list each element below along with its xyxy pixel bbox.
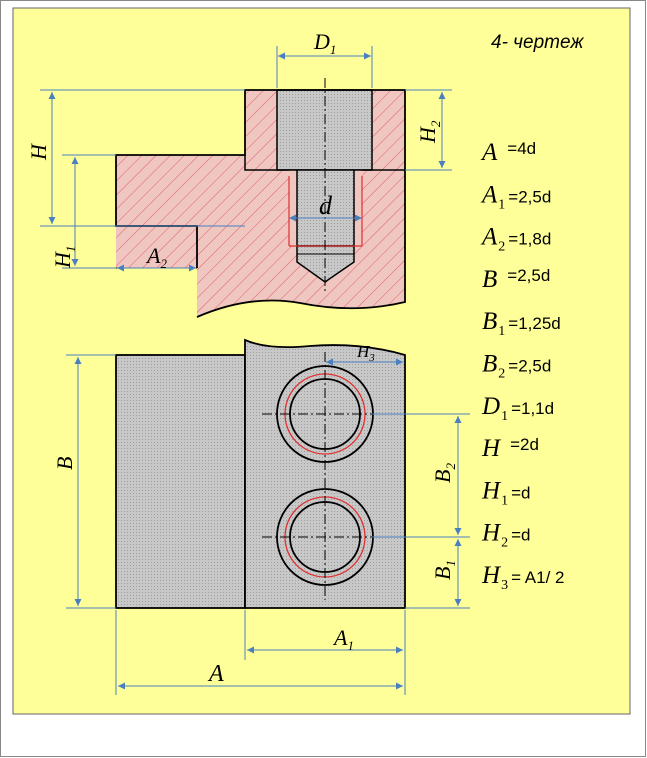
formula-name: A bbox=[480, 224, 498, 251]
section-outline bbox=[115, 89, 406, 318]
formula-name: B bbox=[482, 351, 497, 378]
formula-expression: =2d bbox=[510, 435, 539, 454]
formula-name: H bbox=[481, 520, 502, 547]
dim-label-d: d bbox=[319, 191, 333, 220]
formula-name: A bbox=[480, 139, 498, 166]
formula-item: H2=d bbox=[481, 520, 530, 551]
formula-subscript: 1 bbox=[501, 493, 508, 508]
plan-view bbox=[115, 338, 406, 609]
formula-expression: =1,25d bbox=[508, 314, 560, 333]
formula-name: H bbox=[481, 477, 502, 504]
dim-label-H: H bbox=[26, 143, 51, 161]
formula-expression: =4d bbox=[507, 139, 536, 158]
dim-label-B2: B2 bbox=[430, 463, 458, 483]
formula-expression: =2,5d bbox=[508, 187, 551, 206]
formula-subscript: 2 bbox=[498, 240, 505, 255]
dimension-lines bbox=[40, 46, 470, 695]
formula-subscript: 1 bbox=[498, 324, 505, 339]
formula-expression: =1,8d bbox=[508, 230, 551, 249]
formula-expression: =d bbox=[511, 483, 530, 502]
formula-name: A bbox=[480, 181, 498, 208]
formula-subscript: 1 bbox=[501, 409, 508, 424]
formula-item: B =2,5d bbox=[482, 266, 550, 293]
dim-label-A2: A2 bbox=[145, 243, 167, 271]
plan-left-block bbox=[115, 354, 246, 609]
formula-expression: = A1/ 2 bbox=[511, 568, 564, 587]
formula-item: B2=2,5d bbox=[482, 351, 551, 382]
formula-subscript: 3 bbox=[501, 578, 508, 593]
formula-item: A =4d bbox=[480, 139, 536, 166]
formula-expression: =2,5d bbox=[507, 266, 550, 285]
section-view bbox=[115, 78, 406, 318]
dim-label-B: B bbox=[52, 457, 77, 470]
dim-label-H3: H3 bbox=[356, 342, 375, 364]
formula-name: D bbox=[481, 393, 500, 420]
formula-expression: =1,1d bbox=[511, 399, 554, 418]
formula-list: A=4dA1=2,5dA2=1,8dB=2,5dB1=1,25dB2=2,5dD… bbox=[480, 139, 564, 593]
formula-item: B1=1,25d bbox=[482, 308, 561, 339]
formula-expression: =d bbox=[511, 526, 530, 545]
formula-item: H3= A1/ 2 bbox=[481, 562, 564, 593]
formula-item: A2=1,8d bbox=[480, 224, 551, 255]
dim-label-H1: H1 bbox=[50, 246, 78, 269]
formula-name: B bbox=[482, 266, 497, 293]
dim-label-A1: A1 bbox=[332, 625, 354, 653]
dim-label-D1: D1 bbox=[313, 29, 336, 57]
drawing-title: 4- чертеж bbox=[491, 32, 584, 53]
dim-label-A: A bbox=[207, 661, 224, 687]
formula-subscript: 2 bbox=[501, 536, 508, 551]
formula-subscript: 2 bbox=[498, 367, 505, 382]
formula-name: H bbox=[481, 562, 502, 589]
dim-label-H2: H2 bbox=[415, 120, 443, 144]
formula-item: H1=d bbox=[481, 477, 530, 508]
dim-label-B1: B1 bbox=[430, 560, 458, 580]
formula-subscript: 1 bbox=[498, 197, 505, 212]
formula-expression: =2,5d bbox=[508, 357, 551, 376]
formula-item: A1=2,5d bbox=[480, 181, 551, 212]
formula-item: H =2d bbox=[481, 435, 539, 462]
formula-name: H bbox=[481, 435, 502, 462]
formula-item: D1=1,1d bbox=[481, 393, 554, 424]
plan-center-lines bbox=[262, 352, 390, 600]
formula-name: B bbox=[482, 308, 497, 335]
